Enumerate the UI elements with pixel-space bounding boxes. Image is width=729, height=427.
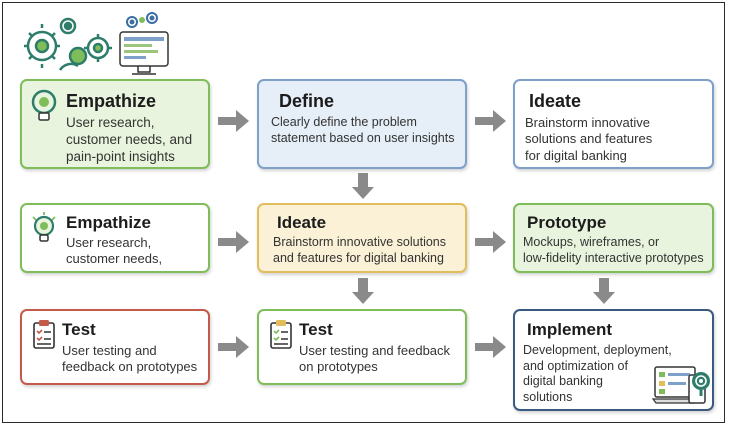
define-title: Define xyxy=(279,91,335,111)
arrow-right xyxy=(218,336,249,358)
ideate-title: Ideate xyxy=(277,213,327,232)
devices-gear-icon xyxy=(651,366,710,404)
arrow-down xyxy=(593,278,615,304)
define-description: Clearly define the problem statement bas… xyxy=(271,115,455,145)
gears-monitor-icon xyxy=(24,12,169,75)
test-description: User testing and feedback on prototypes xyxy=(62,343,198,375)
empathize-title: Empathize xyxy=(66,91,157,111)
lightbulb-icon xyxy=(32,212,56,242)
test-card-middle: Test User testing and feedback on protot… xyxy=(257,309,467,385)
diagram-frame xyxy=(2,2,725,423)
define-card: Define Clearly define the problem statem… xyxy=(257,79,467,169)
arrow-right xyxy=(475,110,506,132)
arrow-right xyxy=(475,231,506,253)
arrow-right xyxy=(218,231,249,253)
prototype-description: Mockups, wireframes, or low-fidelity int… xyxy=(523,235,704,265)
implement-description: Development, deployment, and optimizatio… xyxy=(523,343,672,404)
lightbulb-icon xyxy=(31,89,57,121)
empathize-title: Empathize xyxy=(66,213,152,232)
ideate-description: Brainstorm innovative solutions and feat… xyxy=(273,235,446,265)
empathize-card-top: Empathize User research, customer needs,… xyxy=(20,79,210,169)
clipboard-checklist-icon xyxy=(33,320,55,349)
arrow-right xyxy=(218,110,249,132)
ideate-card-top: Ideate Brainstorm innovative solutions a… xyxy=(513,79,714,169)
prototype-title: Prototype xyxy=(527,213,607,232)
arrow-down xyxy=(352,278,374,304)
test-card-left: Test User testing and feedback on protot… xyxy=(20,309,210,385)
prototype-card: Prototype Mockups, wireframes, or low-fi… xyxy=(513,203,714,273)
test-title: Test xyxy=(299,320,333,339)
implement-title: Implement xyxy=(527,320,613,339)
empathize-description: User research, customer needs, xyxy=(66,235,163,267)
empathize-description: User research, customer needs, and pain-… xyxy=(66,115,193,164)
test-description: User testing and feedback on prototypes xyxy=(299,343,451,375)
implement-card: Implement Development, deployment, and o… xyxy=(513,309,714,411)
ideate-title: Ideate xyxy=(529,91,582,111)
ideate-card-middle: Ideate Brainstorm innovative solutions a… xyxy=(257,203,467,273)
ideate-description: Brainstorm innovative solutions and feat… xyxy=(525,115,653,163)
test-title: Test xyxy=(62,320,96,339)
arrow-right xyxy=(475,336,506,358)
empathize-card-middle: Empathize User research, customer needs, xyxy=(20,203,210,273)
clipboard-checklist-icon xyxy=(270,320,292,349)
arrow-down xyxy=(352,173,374,199)
